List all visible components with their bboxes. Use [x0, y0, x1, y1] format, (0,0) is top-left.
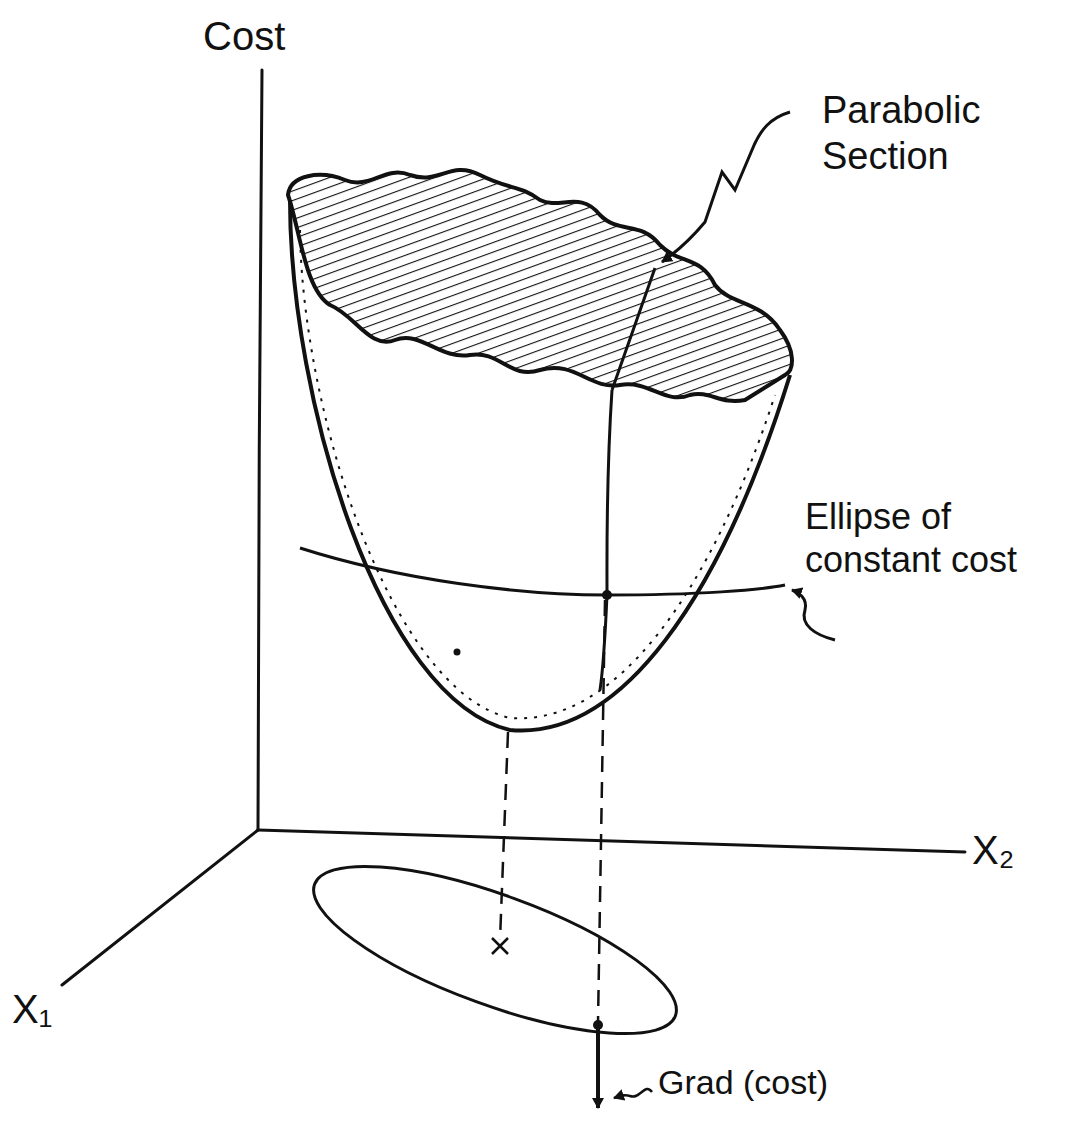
minimum-mark — [492, 938, 508, 954]
projection-line — [598, 600, 605, 1022]
callout-label: Parabolic Section — [822, 88, 1057, 179]
x2-axis — [258, 830, 965, 852]
dot — [454, 649, 461, 656]
leader-line — [792, 590, 835, 640]
surface-point — [602, 590, 612, 600]
leader-line — [662, 112, 790, 262]
edge-shading — [300, 230, 775, 718]
cost-axis — [258, 70, 262, 830]
axis-label: Cost — [203, 12, 285, 60]
x1-axis — [62, 830, 258, 985]
paraboloid-outline — [290, 200, 790, 731]
parabolic-curve — [600, 390, 612, 690]
callout-label: Grad (cost) — [658, 1062, 828, 1103]
axis-label: X₁ — [12, 985, 52, 1033]
axis-label: X₂ — [972, 826, 1014, 874]
constant-cost-curve — [300, 548, 785, 595]
section-line — [612, 268, 655, 390]
callout-label: Ellipse of constant cost — [805, 495, 1020, 581]
contour-ellipse — [296, 833, 694, 1068]
cut-section — [288, 170, 792, 401]
leader-line — [614, 1089, 652, 1098]
gradient-arrow — [596, 1025, 600, 1108]
projection-line — [500, 732, 508, 940]
